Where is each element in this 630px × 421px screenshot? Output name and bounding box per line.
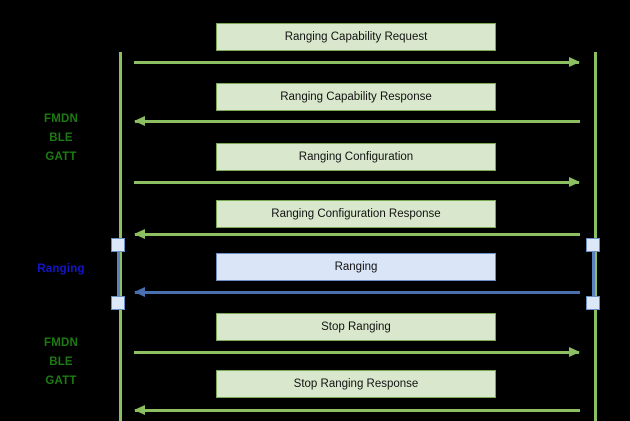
arrow-shaft [134, 181, 579, 184]
message-arrow-ranging [134, 287, 580, 298]
left-ranging-activation-start-handle[interactable] [111, 238, 125, 252]
message-arrow-stop-ranging-response [134, 405, 580, 416]
message-box-stop-ranging-response: Stop Ranging Response [216, 370, 496, 398]
message-arrow-stop-ranging [134, 347, 580, 358]
message-box-ranging-capability-response: Ranging Capability Response [216, 83, 496, 111]
message-arrow-ranging-configuration-response [134, 229, 580, 240]
arrow-shaft [135, 233, 580, 236]
arrow-head-right-icon [569, 177, 580, 187]
phase-label-fmdn-ble-gatt-bottom: FMDN BLE GATT [43, 337, 78, 387]
arrow-head-left-icon [134, 287, 145, 297]
arrow-shaft [135, 409, 580, 412]
arrow-head-left-icon [134, 116, 145, 126]
message-label: Ranging Capability Response [280, 91, 432, 103]
left-ranging-activation-end-handle[interactable] [111, 296, 125, 310]
arrow-shaft [135, 120, 580, 123]
message-box-ranging-configuration-response: Ranging Configuration Response [216, 200, 496, 228]
arrow-head-right-icon [569, 57, 580, 67]
right-ranging-activation-end-handle[interactable] [586, 296, 600, 310]
message-box-ranging: Ranging [216, 253, 496, 281]
message-label: Ranging Configuration [298, 151, 414, 163]
message-label: Ranging Configuration Response [271, 208, 441, 220]
message-box-stop-ranging: Stop Ranging [216, 313, 496, 341]
right-ranging-activation-start-handle[interactable] [586, 238, 600, 252]
message-label: Stop Ranging [321, 321, 391, 333]
arrow-head-right-icon [569, 347, 580, 357]
message-box-ranging-configuration: Ranging Configuration [216, 143, 496, 171]
phase-label-fmdn-ble-gatt-top: FMDN BLE GATT [43, 113, 78, 163]
arrow-head-left-icon [134, 229, 145, 239]
right-ranging-activation-bar [592, 248, 595, 306]
message-label: Ranging [334, 261, 378, 273]
phase-label-ranging: Ranging [37, 263, 85, 275]
arrow-shaft [134, 351, 579, 354]
arrow-shaft [134, 61, 579, 64]
message-box-ranging-capability-request: Ranging Capability Request [216, 23, 496, 51]
message-label: Ranging Capability Request [284, 31, 428, 43]
right-lifeline [594, 52, 597, 421]
message-arrow-ranging-configuration [134, 177, 580, 188]
arrow-head-left-icon [134, 405, 145, 415]
message-arrow-ranging-capability-request [134, 57, 580, 68]
left-lifeline [119, 52, 122, 421]
left-ranging-activation-bar [117, 248, 120, 306]
message-label: Stop Ranging Response [293, 378, 419, 390]
arrow-shaft [135, 291, 580, 294]
message-arrow-ranging-capability-response [134, 116, 580, 127]
